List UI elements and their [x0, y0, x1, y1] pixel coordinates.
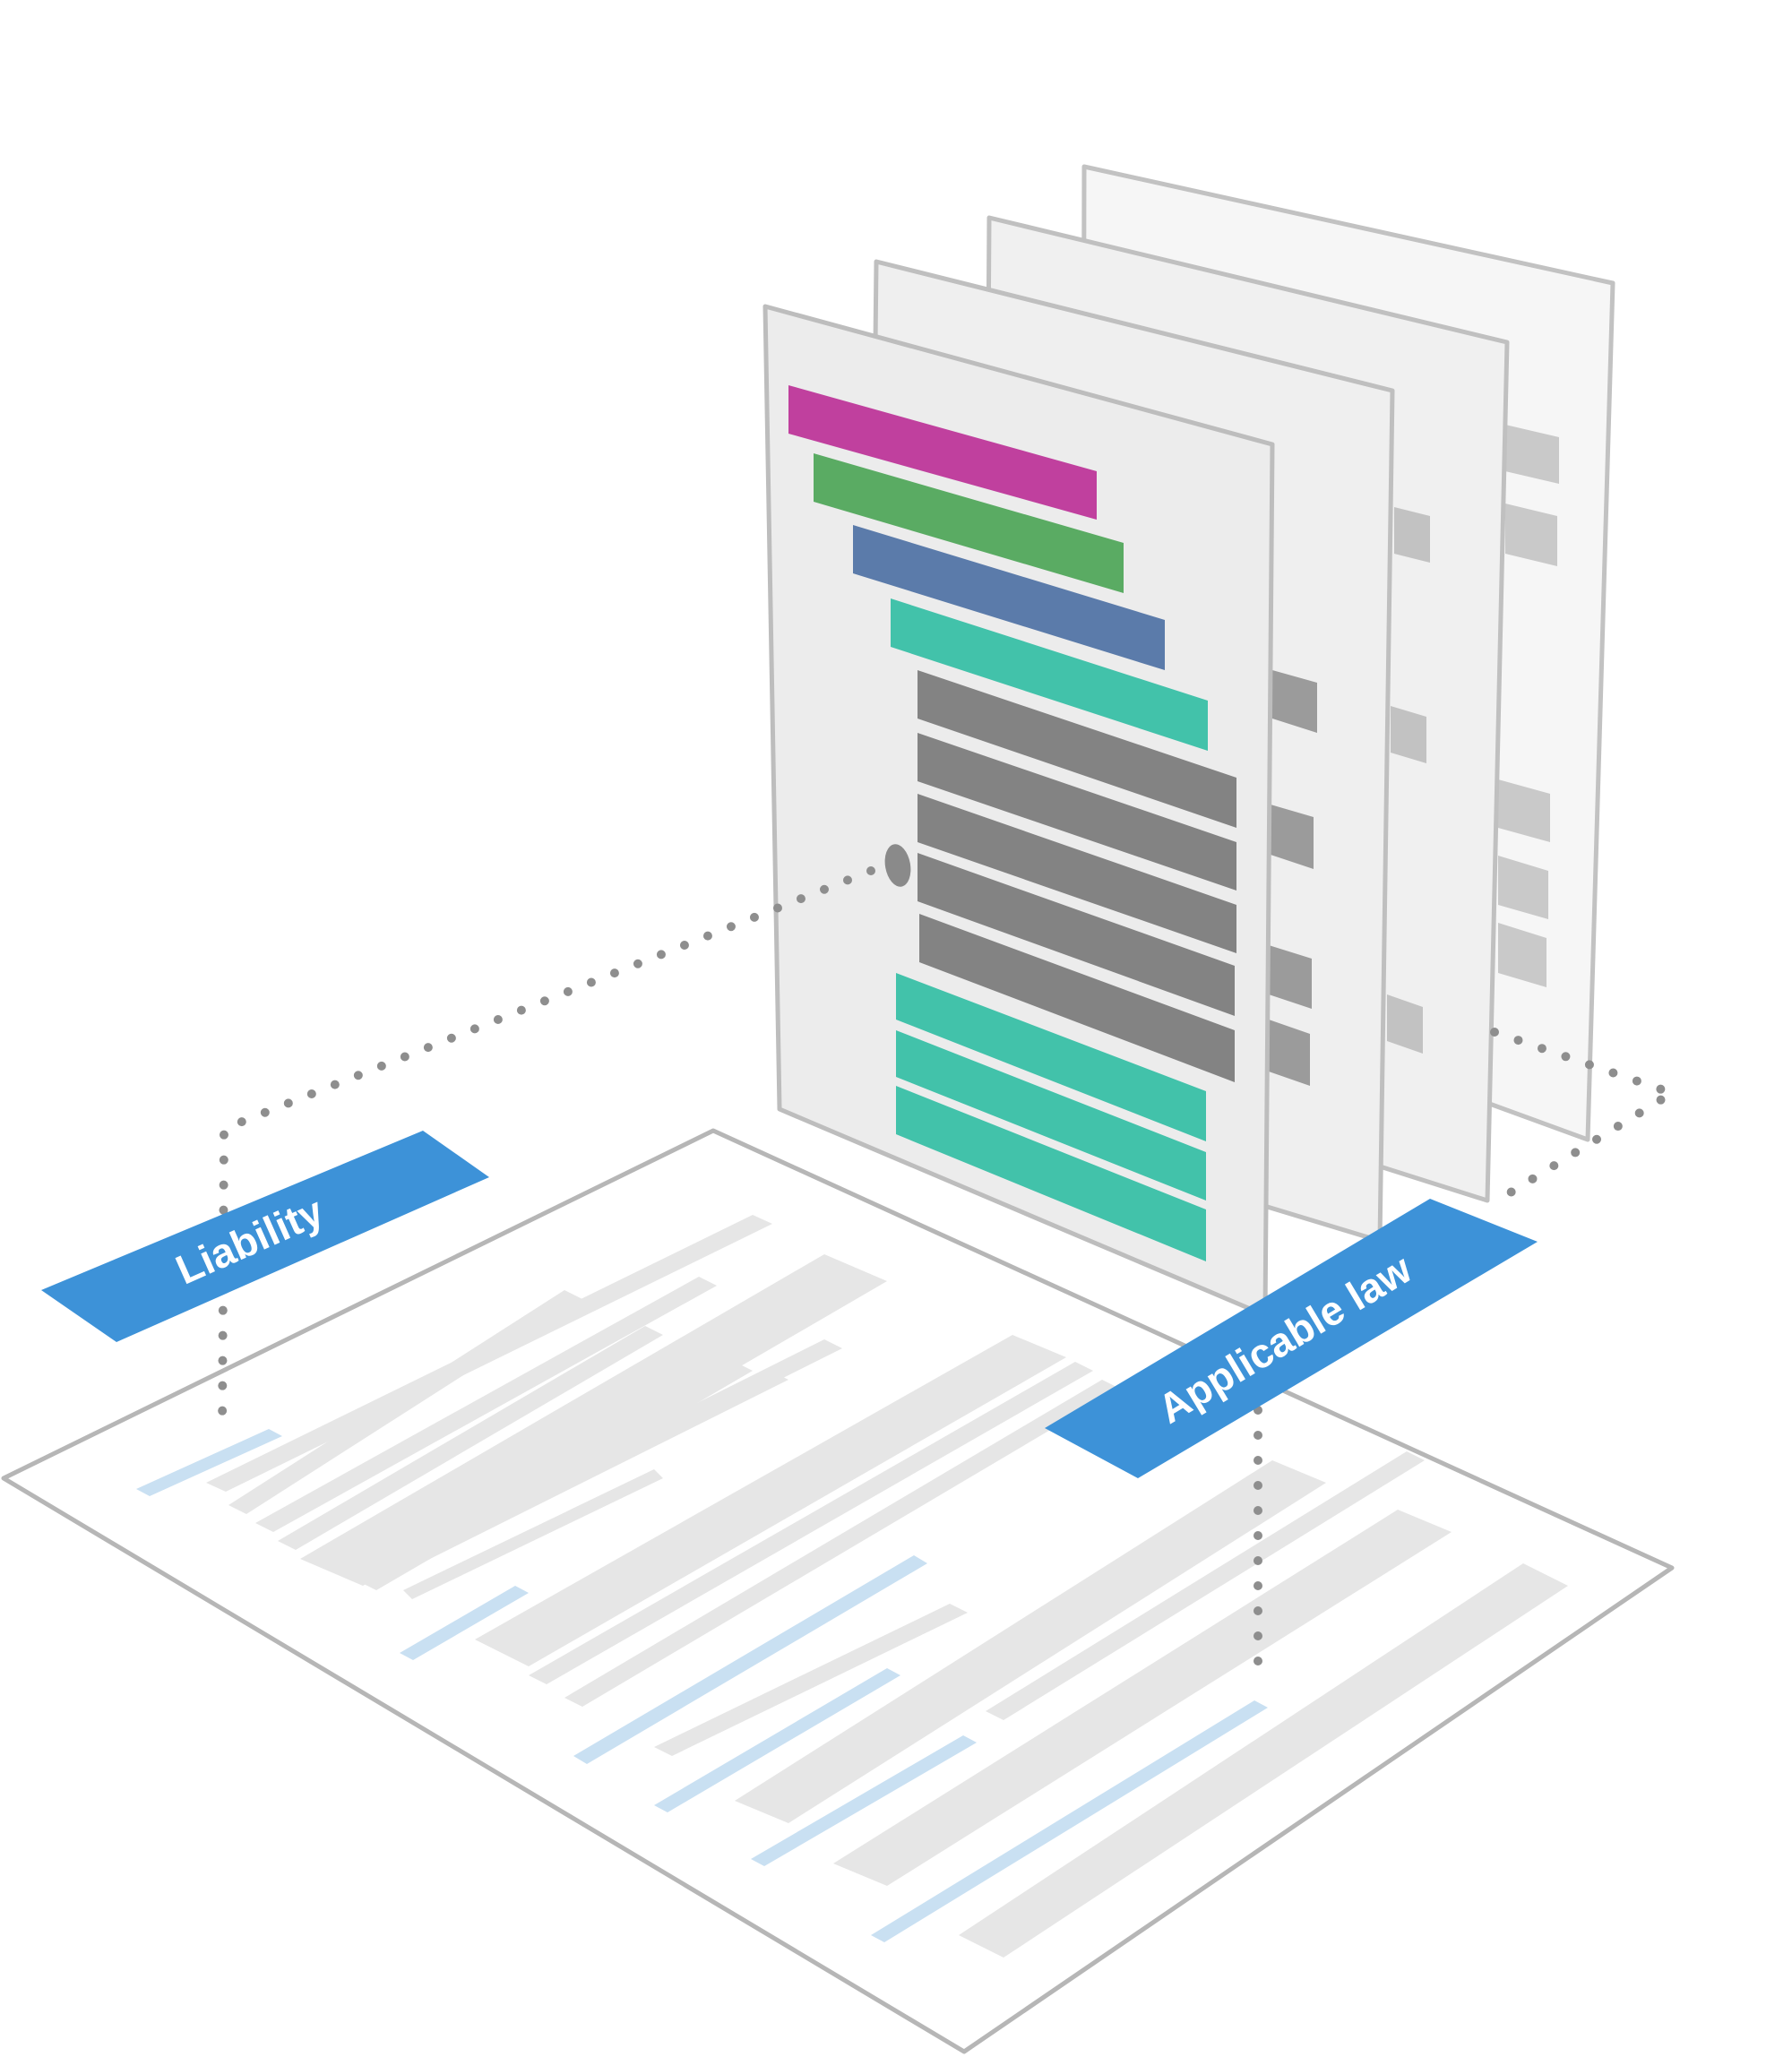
applicable-law-connector [1490, 1028, 1683, 1207]
bar-teal-1 [891, 598, 1208, 751]
bar-gray-2 [918, 733, 1236, 891]
applicable-law-tag-shape [1045, 1199, 1538, 1478]
bar-gray-5 [919, 914, 1235, 1082]
bar-magenta [788, 385, 1097, 520]
page-2-bars [1269, 670, 1317, 1086]
bar-teal-3 [896, 1030, 1206, 1201]
liability-tag-shape [41, 1131, 489, 1342]
bar-gray-3 [918, 794, 1236, 953]
bar-teal-2 [896, 973, 1206, 1141]
base-document-text-lines [206, 1215, 1568, 1958]
base-document [1, 1128, 1675, 2054]
page-stack [762, 164, 1615, 1318]
page-4-bars [1498, 425, 1559, 987]
anchor-point [884, 844, 911, 887]
bar-gray-4 [918, 853, 1235, 1016]
base-document-sheet [1, 1128, 1675, 2054]
page-3-bars [1387, 507, 1430, 1054]
connector-lines [218, 866, 1683, 1691]
page-1-bars [788, 385, 1236, 1261]
liability-connector [218, 866, 875, 1438]
bar-teal-4 [896, 1086, 1206, 1261]
bar-gray-1 [918, 670, 1236, 828]
bar-steel-blue [853, 525, 1165, 670]
bar-green [814, 453, 1124, 593]
base-document-highlights [136, 1429, 1268, 1942]
